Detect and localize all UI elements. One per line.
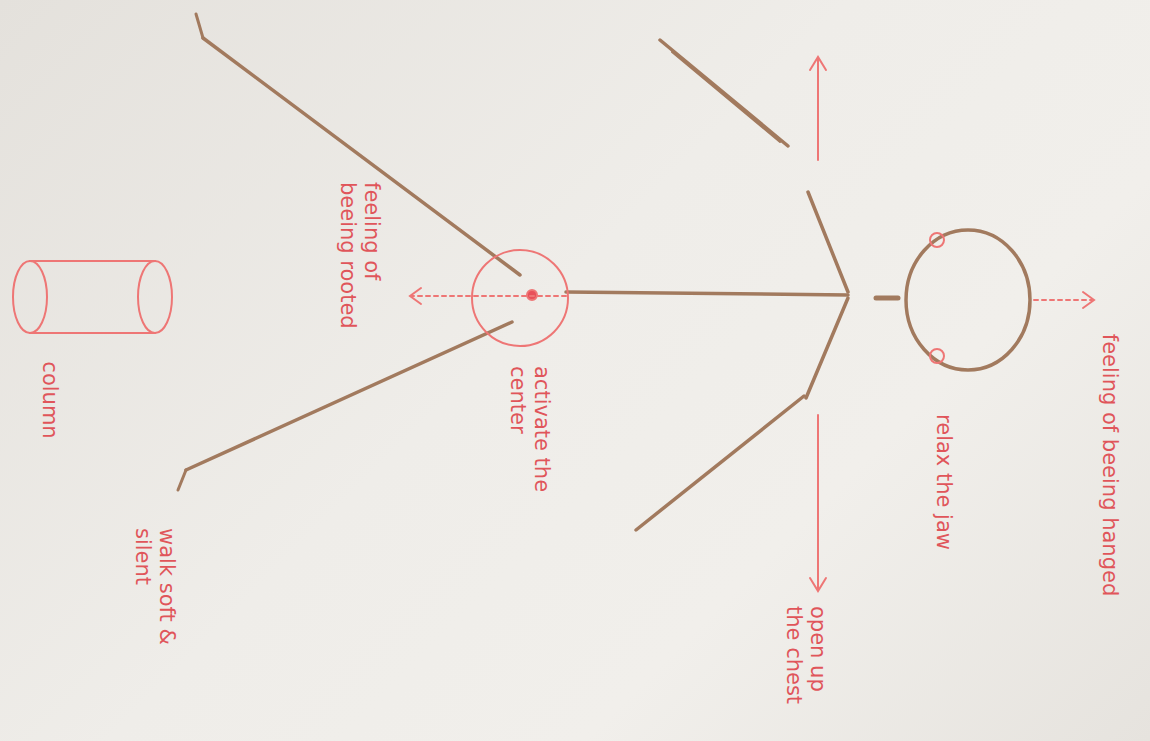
annotation-label: open up the chest xyxy=(782,606,830,718)
down-arrow-head xyxy=(410,288,421,304)
annotation-label: activate the center xyxy=(506,366,554,494)
annotation-label: feeling of beeing rooted xyxy=(336,182,384,334)
annotation-marks xyxy=(13,57,1094,591)
neck xyxy=(876,296,898,301)
leg xyxy=(186,322,512,470)
annotation-label: relax the jaw xyxy=(932,414,956,550)
arm xyxy=(660,40,788,146)
center-circle xyxy=(472,250,568,346)
chest-arrow-line xyxy=(817,415,819,590)
down-arrow-line xyxy=(412,295,566,297)
column-side xyxy=(30,332,155,334)
up-arrow-line xyxy=(1034,299,1092,301)
head xyxy=(906,230,1030,370)
foot xyxy=(196,14,203,38)
annotation-label: walk soft & silent xyxy=(131,528,179,664)
annotation-label: feeling of beeing hanged xyxy=(1098,334,1122,597)
column-side xyxy=(30,260,155,262)
column-end xyxy=(138,261,172,333)
shoulder xyxy=(806,298,848,398)
chest-arrow-head xyxy=(810,57,826,70)
arm xyxy=(636,396,804,530)
chest-arrow-head xyxy=(810,578,826,591)
jaw-point xyxy=(930,349,944,363)
spine xyxy=(566,292,848,295)
annotation-label: column xyxy=(38,361,62,438)
chest-arrow-line xyxy=(817,58,819,160)
column-symbol xyxy=(13,261,172,333)
jaw-point xyxy=(930,233,944,247)
arm xyxy=(672,52,780,142)
figure-strokes xyxy=(178,14,1030,530)
foot xyxy=(178,470,186,490)
up-arrow-head xyxy=(1083,292,1094,308)
column-end xyxy=(13,261,47,333)
shoulder xyxy=(808,192,848,292)
